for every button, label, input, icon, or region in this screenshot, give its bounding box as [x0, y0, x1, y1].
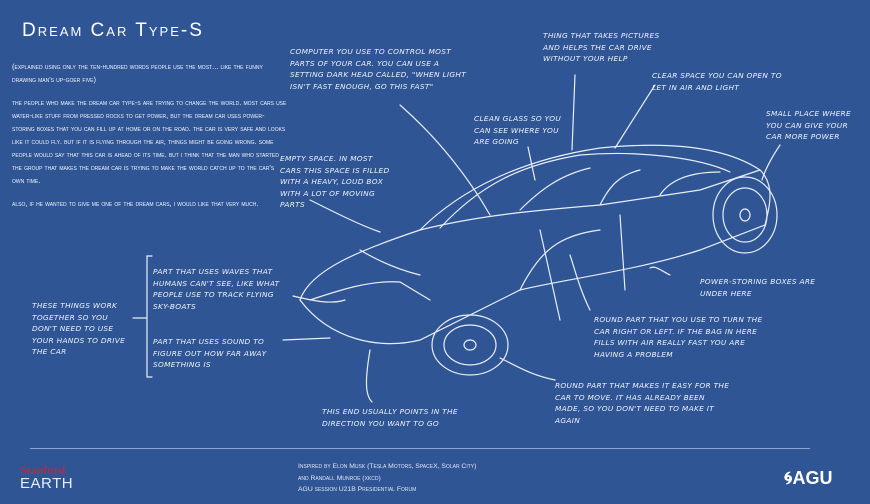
note-windshield: Clean glass so you can see where you are…	[474, 114, 562, 146]
agu-swirl-icon: 🌀︎	[784, 468, 793, 488]
footer-line-2: and Randall Munroe (xkcd)	[298, 474, 381, 482]
intro-text: (Explained using only the ten-hundred wo…	[12, 60, 287, 220]
agu-logo-text: AGU	[792, 468, 833, 488]
note-camera: Thing that takes pictures and helps the …	[543, 31, 660, 63]
note-battery: Power-storing boxes are under here	[700, 277, 816, 298]
note-steering-wheel: Round part that you use to turn the car …	[594, 315, 763, 359]
note-front: This end usually points in the direction…	[322, 407, 458, 428]
intro-paragraph-3: Also, if he wanted to give me one of the…	[12, 199, 259, 208]
intro-paragraph-2: The people who make the dream car type-S…	[12, 98, 287, 185]
intro-paragraph-1: (Explained using only the ten-hundred wo…	[12, 62, 263, 84]
note-charge-port: Small place where you can give your car …	[766, 109, 851, 141]
note-sonar: Part that uses sound to figure out how f…	[153, 337, 267, 369]
footer-credits: Inspired by Elon Musk (Tesla Motors, Spa…	[298, 461, 476, 496]
footer-divider	[30, 448, 810, 449]
stanford-logo: Stanford	[20, 463, 66, 477]
note-radar: Part that uses waves that humans can't s…	[153, 267, 280, 311]
note-together: These things work together so you don't …	[32, 301, 126, 356]
note-wheel: Round part that makes it easy for the ca…	[555, 381, 730, 425]
note-frunk: Empty space. In most cars this space is …	[280, 154, 390, 209]
earth-logo: EARTH	[20, 475, 74, 492]
footer-line-1: Inspired by Elon Musk (Tesla Motors, Spa…	[298, 463, 477, 470]
footer-line-3: AGU session U21B Presidential Forum	[298, 486, 417, 493]
page-title: Dream Car Type-S	[22, 20, 204, 41]
note-sunroof: Clear space you can open to let in air a…	[652, 71, 782, 92]
agu-logo: 🌀︎AGU	[784, 468, 832, 489]
note-computer: Computer you use to control most parts o…	[290, 47, 467, 91]
